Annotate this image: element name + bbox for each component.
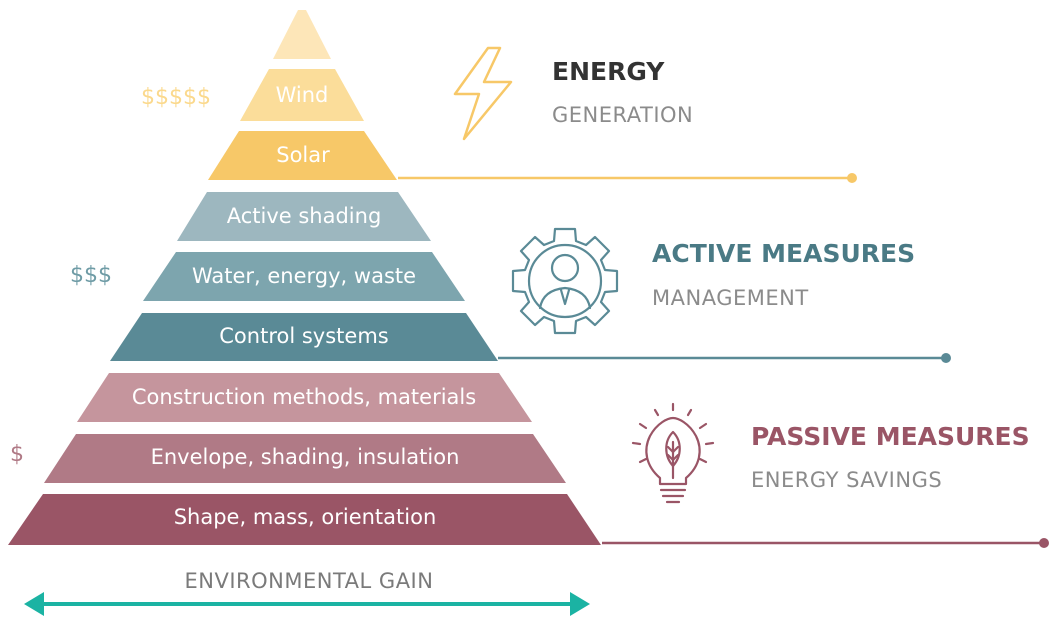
connector-passive [602, 538, 1049, 548]
tier-label: Water, energy, waste [192, 264, 416, 288]
section-title-energy: ENERGY [552, 57, 665, 86]
tier-label: Active shading [227, 204, 382, 228]
pyramid-tier-envelope: Envelope, shading, insulation [44, 434, 566, 483]
pyramid-tier-solar: Solar [208, 131, 397, 180]
pyramid-tier-water-energy-waste: Water, energy, waste [143, 252, 465, 301]
double-arrow-icon [24, 592, 590, 616]
pyramid-tip [273, 10, 331, 59]
pyramid-tier-wind: Wind [240, 69, 364, 121]
cost-label-mid: $$$ [70, 263, 112, 288]
pyramid-tier-shape: Shape, mass, orientation [8, 494, 601, 545]
connector-active [498, 353, 951, 363]
cost-label-low: $ [10, 442, 24, 467]
pyramid-tier-active-shading: Active shading [177, 192, 431, 241]
environmental-gain-label: ENVIRONMENTAL GAIN [185, 569, 434, 593]
lightning-bolt-icon [453, 46, 513, 141]
cost-label-high: $$$$$ [141, 85, 211, 110]
tier-label: Solar [276, 143, 330, 167]
section-title-active: ACTIVE MEASURES [652, 239, 915, 268]
tier-label: Control systems [219, 324, 388, 348]
tier-label: Wind [276, 83, 329, 107]
section-subtitle-energy: GENERATION [552, 103, 693, 127]
tier-label: Envelope, shading, insulation [151, 445, 460, 469]
connector-energy [398, 173, 857, 183]
person-gear-icon [511, 227, 619, 335]
lightbulb-leaf-icon [631, 402, 715, 504]
section-title-passive: PASSIVE MEASURES [751, 422, 1030, 451]
section-subtitle-passive: ENERGY SAVINGS [751, 468, 942, 492]
tier-label: Shape, mass, orientation [174, 505, 437, 529]
pyramid: Wind Solar Active shading Water, energy,… [8, 10, 601, 545]
pyramid-tier-construction: Construction methods, materials [77, 373, 532, 422]
section-subtitle-active: MANAGEMENT [652, 286, 809, 310]
tier-label: Construction methods, materials [132, 385, 476, 409]
pyramid-tier-control-systems: Control systems [110, 313, 498, 361]
